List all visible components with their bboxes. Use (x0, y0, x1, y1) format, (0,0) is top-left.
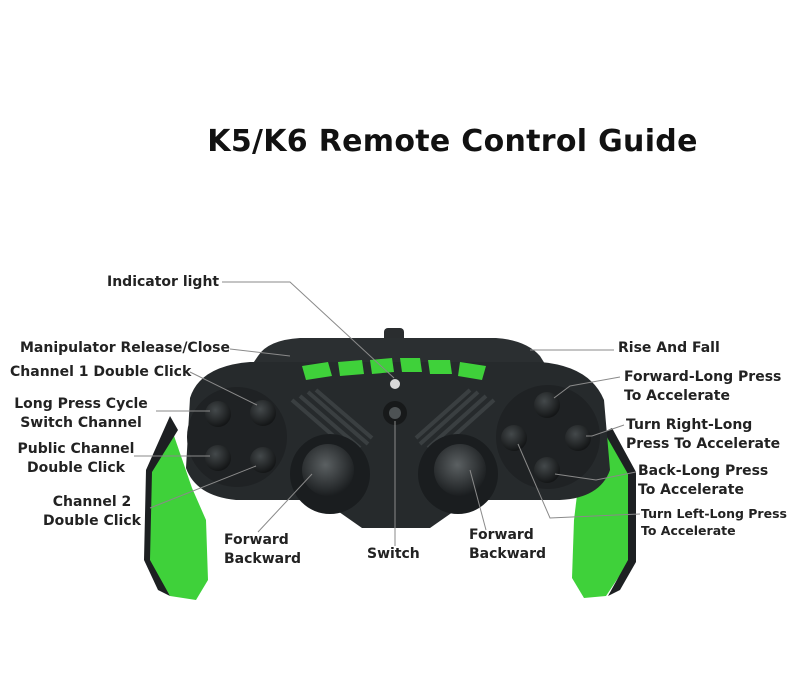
btn-turn-right[interactable] (565, 425, 591, 451)
left-claw-arm (148, 430, 208, 600)
label-channel2-double: Channel 2 Double Click (43, 494, 141, 529)
right-joystick[interactable] (434, 444, 486, 496)
label-indicator-light: Indicator light (107, 274, 220, 290)
label-turn-left: Turn Left-Long Press To Accelerate (641, 506, 787, 538)
btn-back[interactable] (534, 457, 560, 483)
label-back-long: Back-Long Press To Accelerate (638, 463, 769, 498)
label-rise-fall: Rise And Fall (618, 340, 720, 356)
leader-lines (134, 281, 641, 546)
btn-forward[interactable] (534, 392, 560, 418)
right-claw-frame (604, 428, 636, 596)
indicator-light-dot (390, 379, 400, 389)
label-forward-long: Forward-Long Press To Accelerate (624, 369, 782, 404)
label-long-press-cycle: Long Press Cycle Switch Channel (14, 396, 148, 431)
btn-public-channel[interactable] (205, 445, 231, 471)
controller-body (186, 362, 610, 528)
label-channel1-double: Channel 1 Double Click (10, 364, 192, 380)
btn-channel1[interactable] (250, 400, 276, 426)
right-grip (496, 385, 600, 489)
label-public-channel: Public Channel Double Click (17, 441, 135, 476)
left-joystick[interactable] (302, 444, 354, 496)
btn-channel2[interactable] (250, 447, 276, 473)
page-title: K5/K6 Remote Control Guide (207, 124, 698, 159)
label-switch: Switch (367, 546, 420, 562)
label-turn-right: Turn Right-Long Press To Accelerate (626, 417, 781, 452)
indicator-pads (302, 358, 486, 380)
left-grip (187, 387, 287, 487)
btn-turn-left[interactable] (501, 425, 527, 451)
left-claw-frame (144, 416, 178, 596)
label-manipulator: Manipulator Release/Close (20, 340, 230, 356)
switch-button[interactable] (389, 407, 401, 419)
label-left-stick: Forward Backward (224, 532, 302, 567)
btn-long-press-cycle[interactable] (205, 401, 231, 427)
label-right-stick: Forward Backward (469, 527, 547, 562)
